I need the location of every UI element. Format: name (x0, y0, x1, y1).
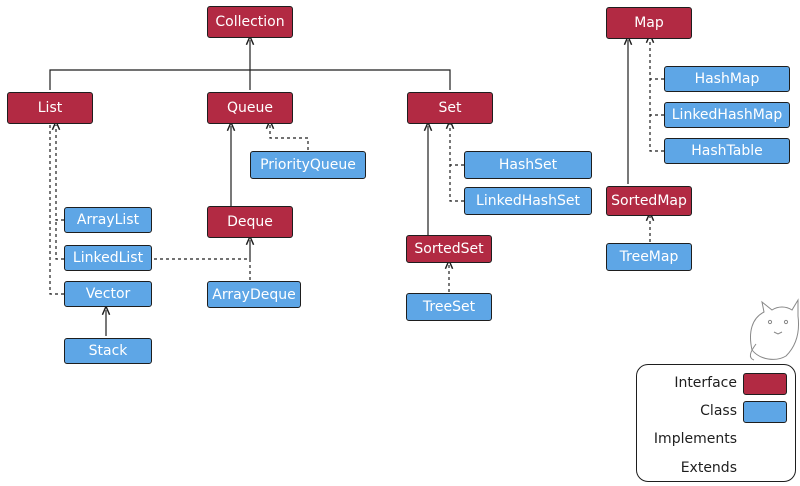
node-linkedhashset: LinkedHashSet (464, 187, 592, 215)
edge-hashtable-map (649, 115, 664, 152)
legend-interface-label: Interface (674, 375, 737, 391)
node-hashtable: HashTable (664, 138, 790, 164)
edge-collection-set (250, 69, 451, 90)
node-linkedhashmap: LinkedHashMap (664, 102, 790, 128)
node-set: Set (407, 92, 493, 124)
node-queue: Queue (207, 92, 293, 124)
node-sortedset: SortedSet (406, 235, 492, 263)
legend-class-swatch (743, 401, 787, 423)
node-stack: Stack (64, 338, 152, 364)
legend-interface-swatch (743, 373, 787, 395)
edge-priorityqueue-queue (270, 124, 309, 150)
cat-sketch-icon (749, 298, 799, 361)
edge-linkedhashmap-map (649, 79, 664, 116)
edge-vector-list (49, 125, 64, 295)
node-treemap: TreeMap (606, 243, 692, 271)
legend-class-label: Class (700, 403, 737, 419)
node-treeset: TreeSet (406, 293, 492, 321)
legend-extends-label: Extends (680, 460, 737, 476)
node-vector: Vector (64, 281, 152, 307)
legend: Interface Class Implements Extends (636, 364, 796, 482)
node-linkedlist: LinkedList (64, 245, 152, 271)
node-collection: Collection (207, 6, 293, 38)
node-priorityqueue: PriorityQueue (250, 151, 366, 179)
node-hashset: HashSet (464, 151, 592, 179)
node-arraylist: ArrayList (64, 207, 152, 233)
edge-linkedlist-deque (154, 240, 250, 260)
node-deque: Deque (207, 206, 293, 238)
legend-implements-label: Implements (653, 431, 737, 447)
edge-arraylist-list (56, 125, 64, 221)
edge-hashmap-map (650, 38, 664, 80)
edge-linkedhashset-set (449, 165, 464, 202)
edge-collection-list (49, 69, 250, 90)
node-hashmap: HashMap (664, 66, 790, 92)
edge-hashset-set (450, 124, 464, 166)
node-list: List (7, 92, 93, 124)
node-arraydeque: ArrayDeque (207, 281, 301, 308)
node-sortedmap: SortedMap (606, 186, 692, 216)
node-map: Map (606, 7, 692, 39)
edge-linkedlist-list (55, 220, 64, 260)
